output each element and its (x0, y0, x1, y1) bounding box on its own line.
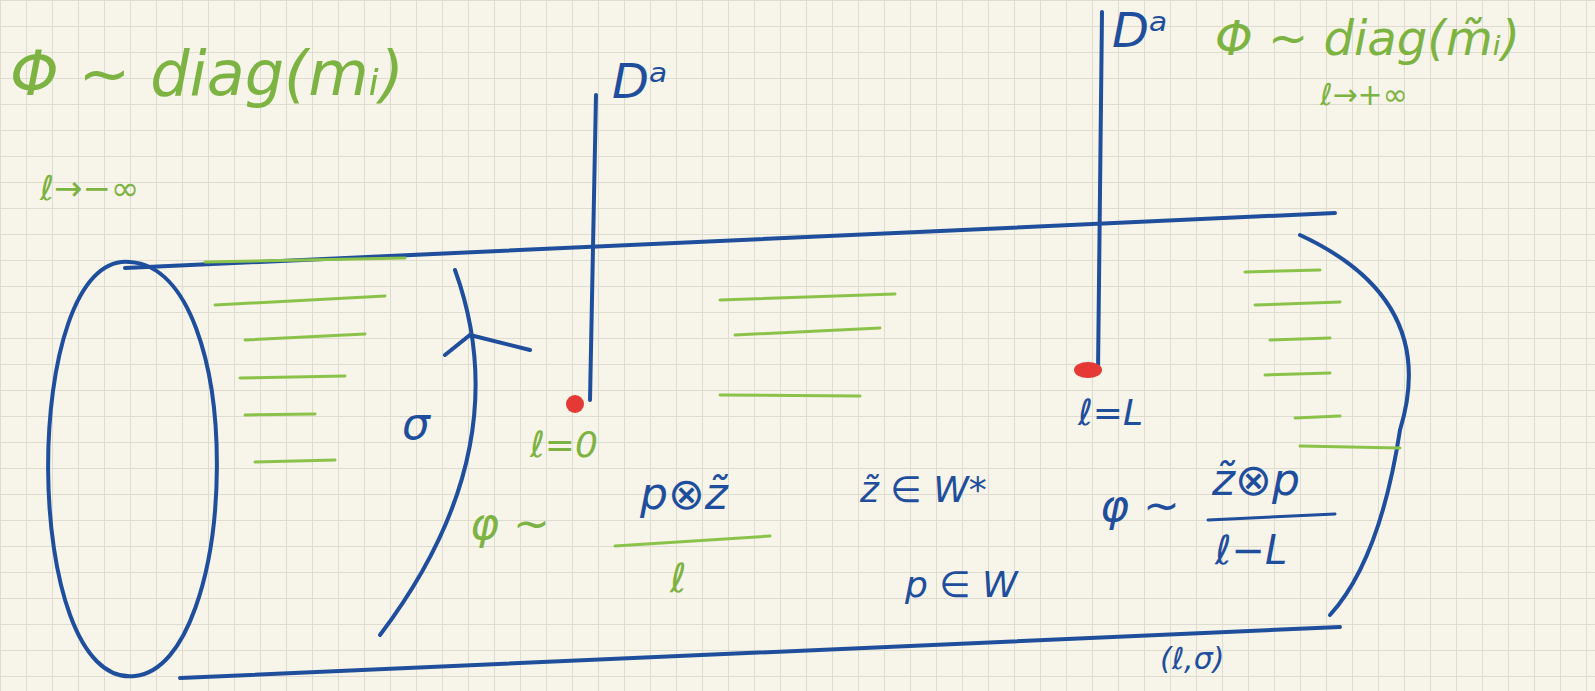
field-asymptotic: φ ~ (1100, 482, 1180, 530)
cross-section-arc (380, 270, 476, 635)
fraction-denominator: ℓ−L (1215, 528, 1287, 572)
position-label: ℓ=L (1078, 393, 1143, 433)
left-end-ellipse (48, 262, 217, 677)
operator-label: Dᵃ (612, 55, 668, 108)
fraction-numerator: z̃⊗p (1212, 456, 1300, 504)
space-label: p ∈ W (905, 565, 1018, 605)
cylinder-top-edge (125, 213, 1335, 268)
limit-label: ℓ→−∞ (40, 170, 139, 207)
defect-line (1098, 12, 1102, 372)
field-asymptotic: φ ~ (470, 500, 550, 548)
right-end-arc (1300, 235, 1409, 615)
fraction-numerator: p⊗z̃ (640, 470, 728, 518)
asymptotic-field: Φ ~ diag(mᵢ) (10, 40, 404, 108)
fraction-bar (1208, 514, 1335, 520)
coordinate-label: (ℓ,σ) (1160, 642, 1224, 675)
cylinder-bottom-edge (180, 627, 1340, 678)
arc-arrow (445, 335, 530, 355)
position-label: ℓ=0 (530, 425, 598, 465)
asymptotic-field: Φ ~ diag(m̃ᵢ) (1215, 12, 1520, 65)
fraction-bar (615, 536, 770, 546)
operator-label: Dᵃ (1112, 4, 1168, 57)
hatching (205, 258, 1400, 546)
limit-label: ℓ→+∞ (1320, 78, 1408, 111)
space-label: z̃ ∈ W* (860, 470, 987, 510)
defect-points (566, 362, 1102, 413)
defect-line (590, 95, 596, 400)
fraction-denominator: ℓ (670, 556, 687, 600)
coordinate-label: σ (402, 400, 430, 448)
